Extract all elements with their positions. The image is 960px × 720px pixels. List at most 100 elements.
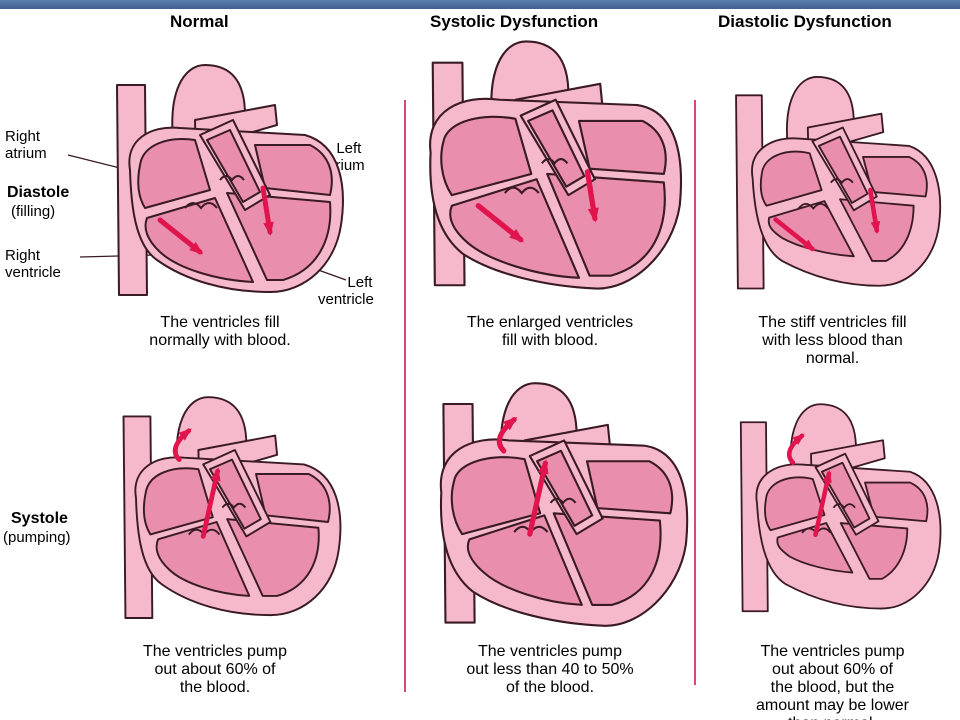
left-ventricle	[552, 512, 662, 606]
row-label-systole: Systole	[11, 510, 68, 527]
right-ventricle	[155, 521, 251, 597]
blood-flow-arrow-head	[178, 428, 192, 441]
right-ventricle	[466, 514, 583, 606]
label-left-ventricle-line2: ventricle	[318, 291, 374, 308]
mitral-valve	[219, 175, 245, 182]
heart-normal-diastole	[116, 64, 344, 296]
right-atrium	[440, 115, 533, 197]
blood-flow-arrow-head	[587, 207, 599, 223]
mitral-valve	[221, 502, 247, 510]
blood-flow-arrow-shaft	[813, 471, 832, 537]
caption-line: normal.	[805, 350, 860, 367]
caption-line: with less blood than	[762, 332, 903, 349]
row-label-systole-sub: (pumping)	[3, 529, 71, 546]
caption-line: out about 60% of	[772, 661, 893, 678]
aorta-lumen	[536, 449, 594, 527]
mitral-valve	[549, 497, 577, 505]
top-bar	[0, 0, 960, 9]
caption-line: out less than 40 to 50%	[466, 661, 634, 678]
left-ventricle	[546, 172, 666, 277]
aorta-lumen	[527, 109, 586, 188]
blood-flow-arrow-head	[822, 470, 832, 484]
blood-flow-arrow-head	[509, 228, 525, 243]
label-right-atrium-line1: Right	[5, 128, 41, 145]
mitral-valve	[832, 503, 856, 510]
left-ventricle	[226, 518, 320, 597]
left-atrium	[862, 156, 928, 198]
label-left-atrium-line1: Left	[336, 140, 362, 157]
caption-line: The ventricles pump	[142, 643, 288, 660]
blood-flow-arrow-head	[537, 459, 549, 475]
right-ventricle	[767, 200, 855, 258]
label-left-ventricle: Left ventricle	[318, 274, 374, 308]
divider-left	[404, 100, 406, 692]
caption-line: of the blood.	[505, 679, 595, 696]
blood-flow-arrow-head	[263, 221, 274, 236]
left-atrium	[864, 481, 929, 523]
left-atrium	[255, 473, 331, 523]
caption-line: than normal.	[705, 715, 960, 720]
blood-flow-arrow-head	[210, 467, 221, 482]
right-atrium	[764, 476, 826, 532]
blood-flow-arrow-head	[802, 239, 816, 252]
column-title-diastolic: Diastolic Dysfunction	[718, 12, 892, 31]
column-title-normal: Normal	[170, 12, 229, 31]
right-ventricle	[449, 178, 581, 279]
label-left-ventricle-line1: Left	[347, 274, 373, 291]
heart-diastolic-systole	[739, 403, 942, 613]
aorta-lumen	[206, 129, 261, 203]
caption-line: the blood, but the	[770, 679, 895, 696]
left-ventricle	[226, 192, 332, 281]
row-label-diastole-sub: (filling)	[11, 203, 56, 220]
right-ventricle	[144, 197, 254, 283]
right-ventricle	[776, 522, 854, 574]
caption-line: normally with blood.	[149, 332, 291, 349]
blood-flow-arrow-head	[189, 241, 204, 255]
label-right-ventricle-line1: Right	[5, 247, 41, 264]
caption-line: The enlarged ventricles	[466, 314, 634, 331]
heart-systolic-systole	[439, 382, 689, 627]
blood-flow-arrow-head	[502, 416, 518, 431]
aorta-lumen	[208, 458, 262, 530]
vena-cava	[735, 94, 765, 290]
right-atrium	[137, 138, 211, 209]
row-label-diastole: Diastole	[7, 184, 70, 201]
heart-systolic-diastole	[429, 40, 683, 290]
tricuspid-valve	[184, 202, 218, 210]
blood-flow-arrow-head	[870, 221, 881, 235]
left-atrium	[254, 144, 333, 196]
caption-line: amount may be lower	[756, 697, 909, 714]
label-right-atrium: Right atrium	[5, 128, 47, 162]
blood-flow-arrow-shaft	[527, 460, 548, 537]
caption-line: out about 60% of	[154, 661, 276, 678]
heart-diastolic-diastole	[735, 75, 942, 290]
blood-flow-arrow-shaft	[200, 468, 220, 539]
label-right-ventricle: Right ventricle	[5, 247, 61, 281]
caption-line: fill with blood.	[501, 332, 599, 349]
caption-line: The ventricles pump	[477, 643, 623, 660]
right-atrium	[450, 456, 542, 536]
mitral-valve	[830, 178, 854, 185]
right-atrium	[759, 150, 823, 207]
caption-line: The stiff ventricles fill	[758, 314, 907, 331]
vena-cava	[739, 421, 769, 613]
blood-flow-arrow-head	[792, 433, 805, 445]
aorta-lumen	[820, 461, 871, 529]
caption-line: The ventricles pump	[760, 643, 905, 660]
label-right-atrium-line2: atrium	[5, 145, 47, 162]
left-atrium	[585, 460, 674, 515]
mitral-valve	[541, 158, 569, 166]
divider-right	[694, 100, 696, 685]
label-right-ventricle-line2: ventricle	[5, 264, 61, 281]
left-ventricle	[839, 522, 909, 580]
left-atrium	[577, 119, 667, 176]
right-atrium	[142, 467, 214, 536]
aorta-lumen	[817, 135, 869, 204]
tricuspid-valve	[797, 202, 829, 210]
